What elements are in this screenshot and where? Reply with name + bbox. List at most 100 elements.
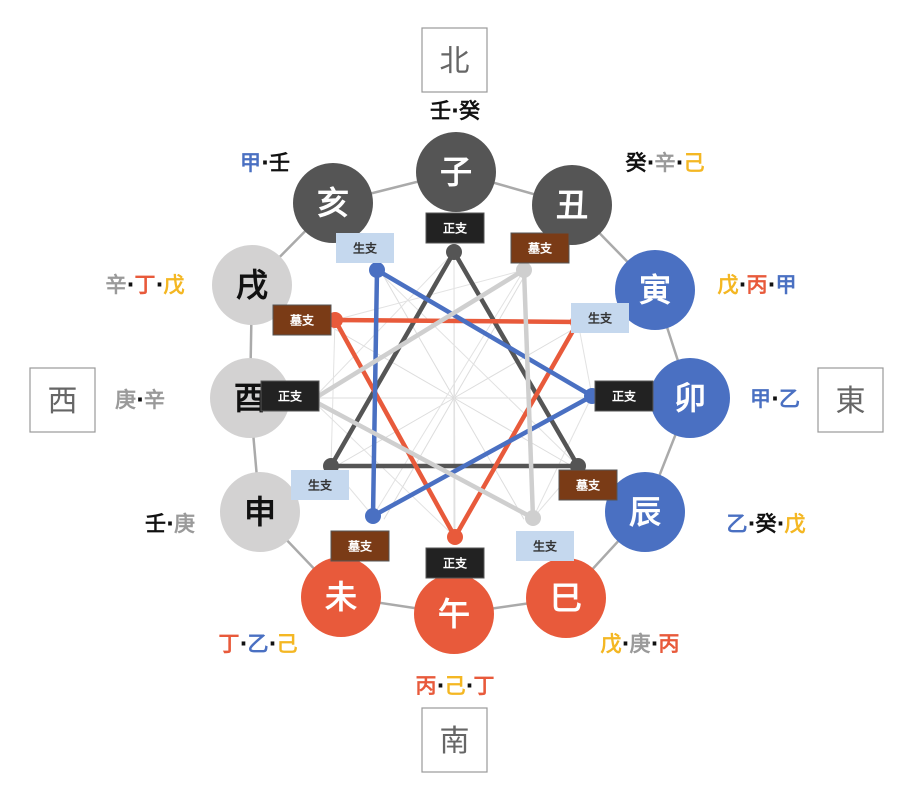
stem-char: 癸 bbox=[458, 99, 481, 123]
branch-label: 辰 bbox=[629, 493, 661, 531]
hidden-stems-9: 庚·辛 bbox=[115, 388, 165, 412]
stem-char: 己 bbox=[683, 151, 704, 175]
tag-tomb: 墓支 bbox=[510, 232, 570, 264]
tag-box bbox=[571, 303, 629, 333]
stem-char: 丁 bbox=[135, 273, 156, 297]
direction-east: 東 bbox=[817, 367, 884, 433]
stem-separator: · bbox=[437, 674, 445, 698]
triangle-wood bbox=[365, 262, 600, 524]
stem-char: 戊 bbox=[784, 512, 805, 536]
web-line bbox=[372, 269, 525, 517]
tag-box bbox=[291, 470, 349, 500]
hidden-stems-1: 癸·辛·己 bbox=[625, 151, 705, 175]
direction-south-label: 南 bbox=[440, 724, 470, 759]
branch-label: 亥 bbox=[317, 184, 349, 222]
hidden-stems-8: 壬·庚 bbox=[145, 512, 195, 536]
branch-label: 午 bbox=[438, 595, 470, 633]
tag-box bbox=[425, 212, 485, 244]
stem-char: 丙 bbox=[747, 273, 768, 297]
triangle-vertex-dot bbox=[446, 244, 462, 260]
stem-char: 丙 bbox=[658, 632, 679, 656]
stem-separator: · bbox=[166, 512, 174, 536]
stem-char: 庚 bbox=[630, 632, 651, 656]
branch-circle bbox=[414, 574, 494, 654]
branch-label: 戌 bbox=[236, 266, 268, 304]
stem-separator: · bbox=[622, 632, 630, 656]
stem-char: 辛 bbox=[655, 151, 676, 175]
branch-circle bbox=[212, 245, 292, 325]
tag-label: 墓支 bbox=[527, 241, 553, 256]
tag-main: 正支 bbox=[260, 380, 320, 412]
stem-char: 辛 bbox=[106, 273, 127, 297]
web-line bbox=[311, 251, 455, 401]
stem-separator: · bbox=[647, 151, 655, 175]
tag-main: 正支 bbox=[425, 547, 485, 579]
tag-label: 正支 bbox=[443, 221, 468, 236]
stem-char: 庚 bbox=[115, 388, 136, 412]
triangle-vertex-dot bbox=[365, 508, 381, 524]
stem-separator: · bbox=[240, 632, 248, 656]
branch-circle bbox=[210, 358, 290, 438]
stem-separator: · bbox=[269, 632, 277, 656]
triangle-vertex-dot bbox=[369, 262, 385, 278]
hidden-stems-0: 壬·癸 bbox=[430, 99, 481, 123]
tag-label: 正支 bbox=[278, 389, 303, 404]
branch-circle bbox=[301, 557, 381, 637]
stem-char: 丙 bbox=[416, 674, 437, 698]
web-line bbox=[330, 319, 336, 467]
direction-east-label: 東 bbox=[836, 384, 866, 419]
direction-west: 西 bbox=[29, 367, 96, 433]
hidden-stems-4: 乙·癸·戊 bbox=[727, 512, 806, 536]
tag-box bbox=[558, 469, 618, 501]
stem-char: 壬 bbox=[269, 151, 290, 175]
branch-circle bbox=[615, 250, 695, 330]
branch-circle bbox=[220, 472, 300, 552]
hidden-stems-2: 戊·丙·甲 bbox=[718, 273, 797, 297]
tag-main: 正支 bbox=[594, 380, 654, 412]
hidden-stems-6: 丙·己·丁 bbox=[416, 674, 495, 698]
stem-separator: · bbox=[768, 273, 776, 297]
branch-7: 未 bbox=[301, 557, 381, 637]
stem-char: 甲 bbox=[775, 273, 796, 297]
stem-char: 乙 bbox=[727, 512, 748, 536]
tag-tomb: 墓支 bbox=[558, 469, 618, 501]
triangle-metal-outline bbox=[309, 267, 536, 521]
stem-char: 癸 bbox=[755, 512, 778, 536]
branch-10: 戌 bbox=[212, 245, 292, 325]
tag-label: 墓支 bbox=[289, 313, 315, 328]
web-line bbox=[311, 399, 456, 538]
spoke-line bbox=[453, 397, 525, 520]
branch-label: 子 bbox=[440, 153, 472, 191]
stem-separator: · bbox=[156, 273, 164, 297]
stem-char: 丁 bbox=[473, 674, 494, 698]
direction-north-label: 北 bbox=[440, 44, 470, 79]
web-line bbox=[376, 269, 579, 467]
hidden-stems-7: 丁·乙·己 bbox=[219, 632, 298, 656]
web-line bbox=[453, 251, 456, 538]
tag-box bbox=[425, 547, 485, 579]
stem-separator: · bbox=[261, 151, 269, 175]
triangle-wood-outline bbox=[370, 267, 595, 519]
tag-label: 生支 bbox=[308, 478, 333, 493]
branch-circle bbox=[293, 163, 373, 243]
tag-birth: 生支 bbox=[291, 470, 349, 500]
tag-label: 生支 bbox=[353, 241, 378, 256]
tag-label: 正支 bbox=[612, 389, 637, 404]
stem-char: 丁 bbox=[219, 632, 240, 656]
branch-label: 未 bbox=[325, 578, 357, 616]
stem-char: 癸 bbox=[625, 151, 648, 175]
tag-box bbox=[594, 380, 654, 412]
tag-birth: 生支 bbox=[516, 531, 574, 561]
branch-2: 寅 bbox=[615, 250, 695, 330]
branch-label: 巳 bbox=[550, 579, 582, 617]
stem-char: 戊 bbox=[718, 273, 739, 297]
hidden-stems: 壬·癸癸·辛·己戊·丙·甲甲·乙乙·癸·戊戊·庚·丙丙·己·丁丁·乙·己壬·庚庚… bbox=[106, 99, 806, 698]
stem-char: 庚 bbox=[174, 512, 195, 536]
stem-char: 戊 bbox=[163, 273, 184, 297]
stem-char: 乙 bbox=[779, 387, 800, 411]
triangle-metal bbox=[304, 262, 541, 526]
triangle-fire-outline bbox=[332, 317, 581, 540]
stem-separator: · bbox=[651, 632, 659, 656]
tag-tomb: 墓支 bbox=[272, 304, 332, 336]
